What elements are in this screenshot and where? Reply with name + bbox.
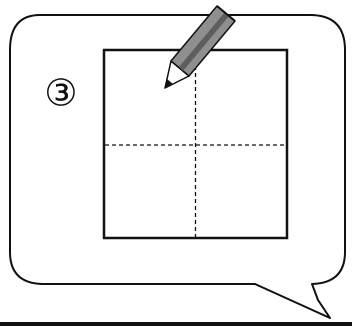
- bottom-divider: [0, 322, 352, 326]
- step-number: ③: [44, 72, 77, 115]
